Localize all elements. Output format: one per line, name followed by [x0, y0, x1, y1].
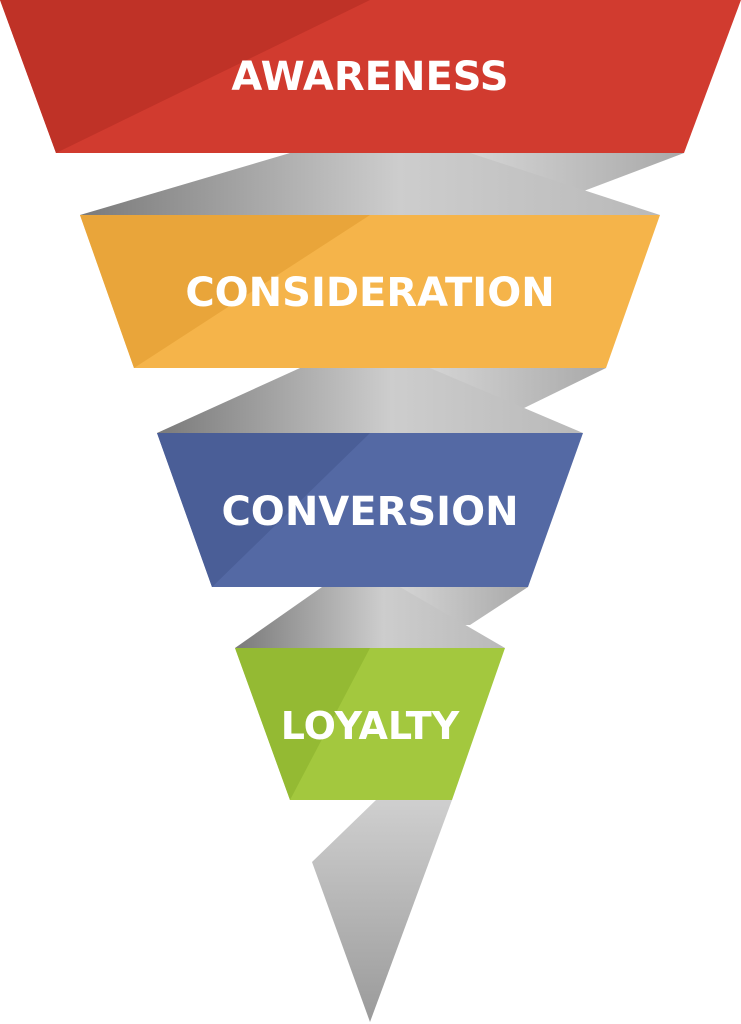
funnel-stage-awareness: AWARENESS	[0, 0, 741, 153]
funnel-stage-loyalty: LOYALTY	[235, 648, 505, 800]
stage-label-loyalty: LOYALTY	[281, 704, 460, 748]
stage-label-awareness: AWARENESS	[231, 54, 508, 100]
stage-label-consideration: CONSIDERATION	[185, 270, 554, 316]
stage-shade	[157, 433, 370, 587]
ribbon-connector-2	[157, 368, 583, 433]
ribbon-connectors	[80, 153, 684, 1022]
stage-shade	[80, 215, 370, 368]
ribbon-connector-1	[80, 153, 660, 215]
stage-shade	[235, 648, 370, 800]
ribbon-connector-3	[235, 587, 505, 648]
funnel-tail	[312, 800, 452, 1022]
stage-shade	[0, 0, 370, 153]
funnel-stage-consideration: CONSIDERATION	[80, 215, 660, 368]
stage-label-conversion: CONVERSION	[221, 489, 518, 535]
funnel-stage-conversion: CONVERSION	[157, 433, 583, 587]
